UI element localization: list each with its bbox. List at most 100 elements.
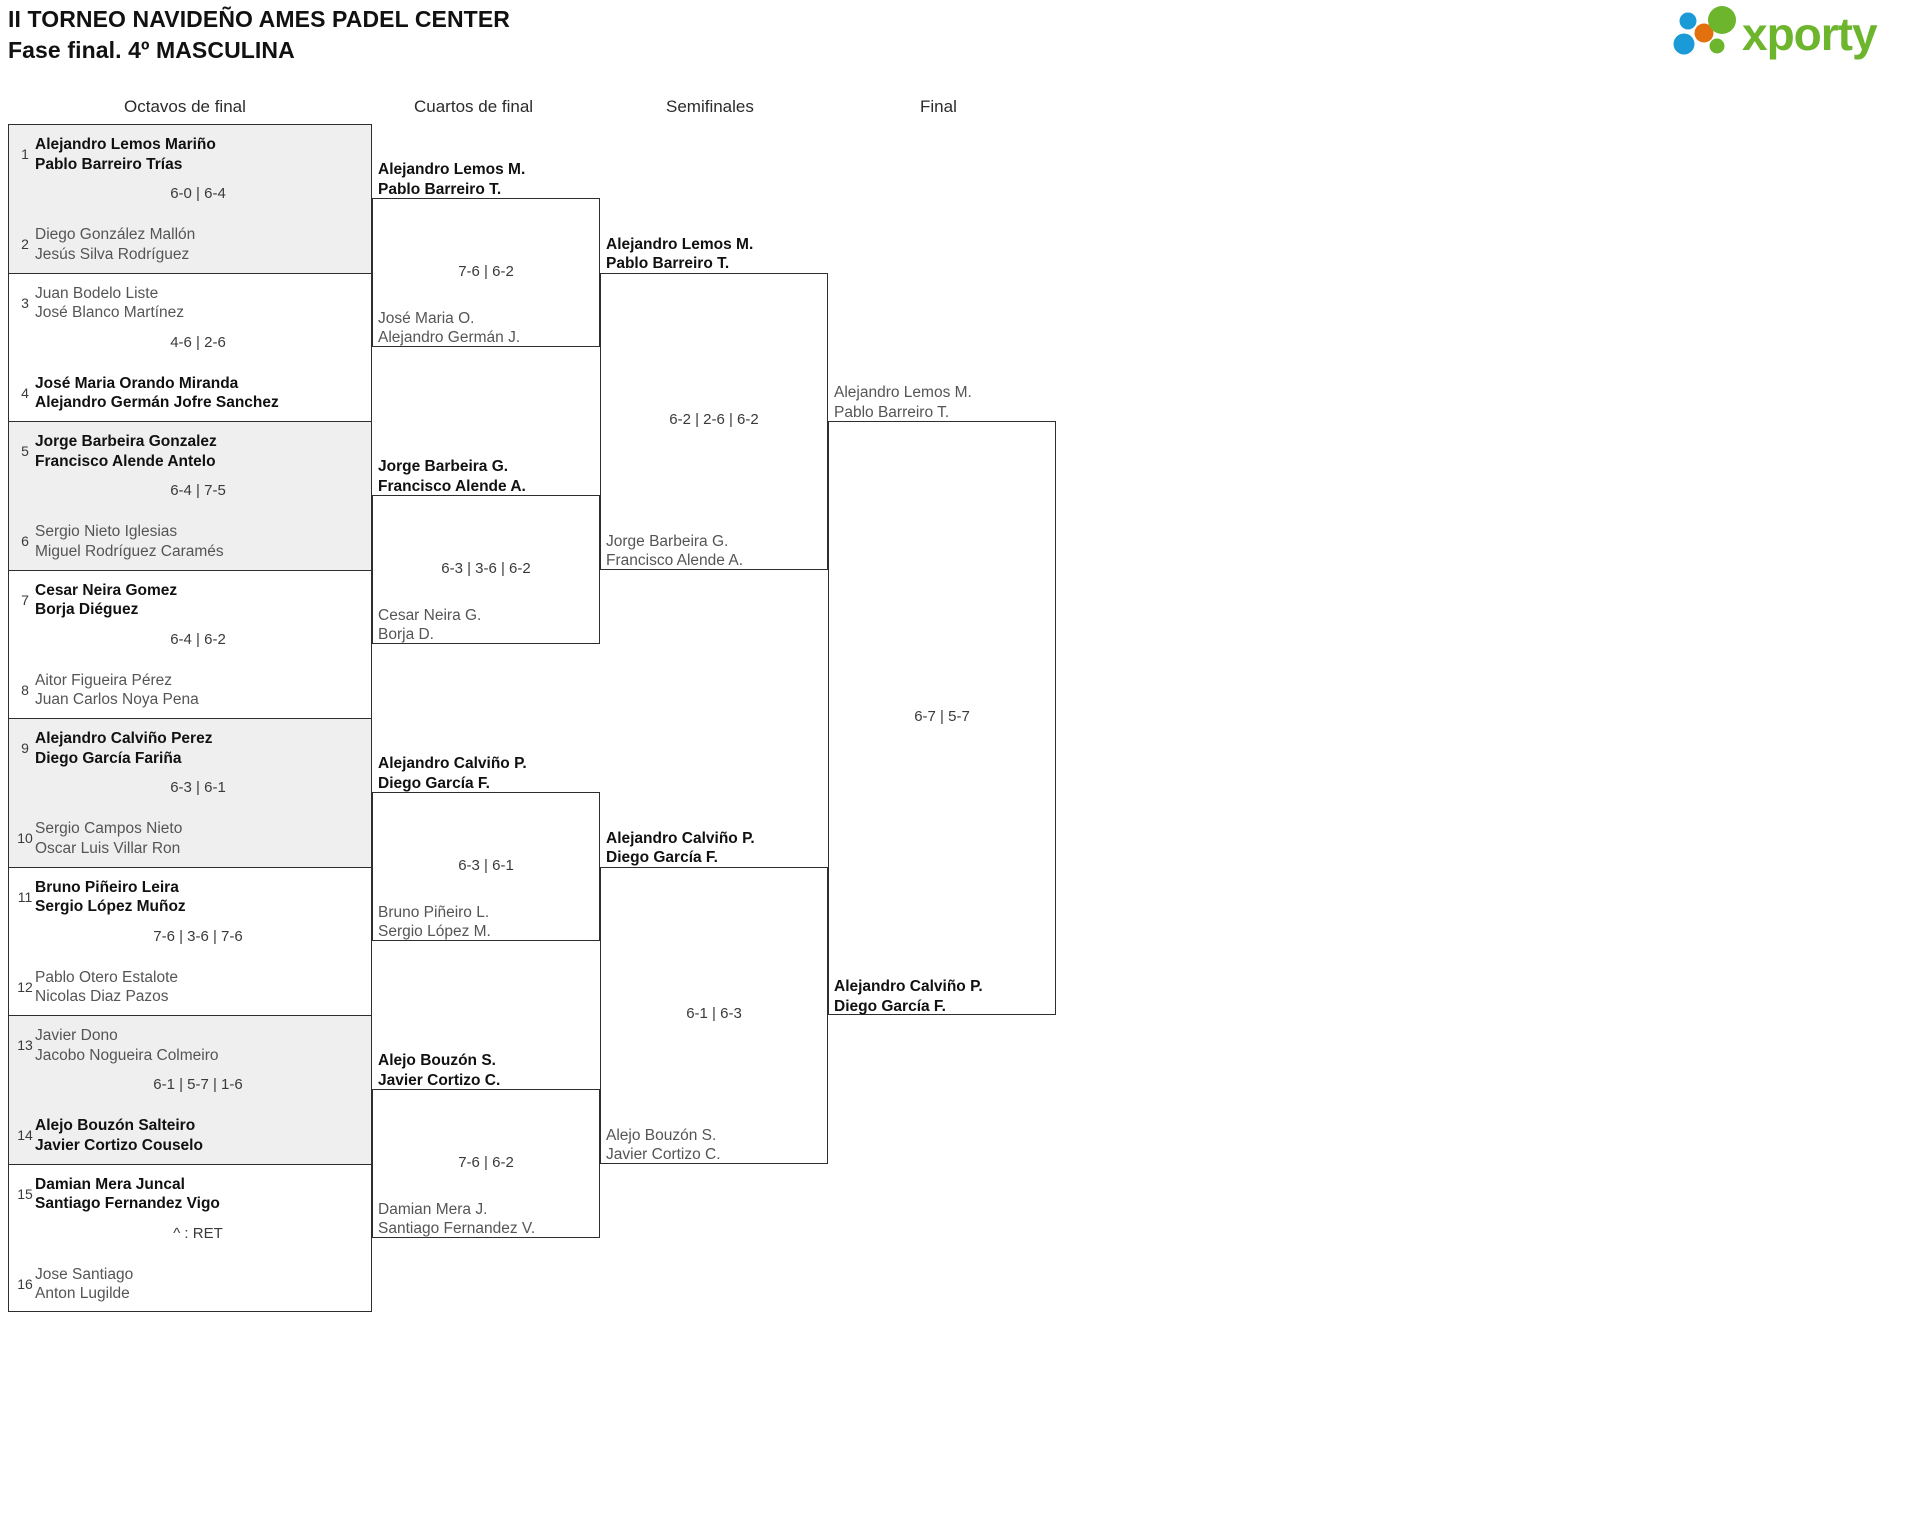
player-name: Oscar Luis Villar Ron: [35, 839, 181, 857]
qf-team-slot[interactable]: Cesar Neira G. Borja D.: [378, 606, 481, 645]
match-score: 6-1 | 5-7 | 1-6: [153, 1076, 243, 1093]
player-name: Borja D.: [378, 626, 434, 644]
sf-team-slot[interactable]: Alejandro Lemos M. Pablo Barreiro T.: [606, 235, 753, 274]
player-name: Jorge Barbeira G.: [378, 458, 509, 476]
player-name: José Blanco Martínez: [35, 304, 185, 322]
player-name: Sergio Campos Nieto: [35, 820, 183, 837]
sf-team-slot[interactable]: Alejandro Calviño P. Diego García F.: [606, 829, 755, 868]
qf-score: 7-6 | 6-2: [458, 1153, 514, 1171]
player-name: Alejandro Germán Jofre Sanchez: [35, 394, 279, 412]
player-name: Alejandro Lemos M.: [606, 235, 754, 253]
player-name: Bruno Piñeiro Leira: [35, 878, 179, 896]
xporty-logo-icon: xporty: [1673, 6, 1879, 60]
player-name: Alejandro Calviño Perez: [35, 730, 213, 747]
seed-number: 1: [21, 146, 29, 162]
match-score: 6-4 | 7-5: [170, 482, 226, 499]
player-name: Sergio Nieto Iglesias: [35, 523, 178, 540]
player-name: Santiago Fernandez Vigo: [35, 1195, 220, 1213]
sf-team-slot[interactable]: Jorge Barbeira G.Francisco Alende A.: [606, 532, 743, 571]
player-name: Sergio López Muñoz: [35, 898, 186, 916]
qf-match-box: [372, 495, 600, 644]
final-team-slot[interactable]: Alejandro Lemos M.Pablo Barreiro T.: [834, 383, 972, 422]
round-header-cuartos: Cuartos de final: [414, 97, 534, 116]
player-name: Aitor Figueira Pérez: [35, 671, 172, 689]
player-name: Alejandro Lemos M.: [378, 161, 526, 179]
player-name: Damian Mera Juncal: [35, 1175, 185, 1193]
seed-number: 11: [17, 888, 33, 905]
qf-team-slot[interactable]: Alejandro Calviño P.Diego García F.: [378, 754, 527, 793]
player-name: Cesar Neira G.: [378, 606, 482, 624]
player-name: Pablo Barreiro T.: [606, 255, 730, 273]
seed-number: 6: [21, 533, 29, 549]
seed-number: 12: [17, 978, 33, 995]
tournament-phase: Fase final. 4º MASCULINA: [8, 36, 295, 63]
player-name: Pablo Barreiro Trías: [35, 155, 183, 173]
player-name: Damian Mera J.: [378, 1200, 488, 1218]
qf-score: 7-6 | 6-2: [458, 262, 514, 280]
seed-number: 2: [21, 236, 29, 252]
qf-team-slot[interactable]: Alejandro Lemos M.Pablo Barreiro T.: [378, 160, 525, 199]
round-header-octavos: Octavos de final: [124, 97, 246, 116]
sf-match-box: [600, 272, 828, 570]
player-name: Sergio López M.: [378, 923, 491, 941]
qf-score: 6-3 | 3-6 | 6-2: [441, 559, 531, 577]
qf-team-slot[interactable]: José Maria O.Alejandro Germán J.: [378, 309, 520, 348]
qf-team-slot[interactable]: Damian Mera J.Santiago Fernandez V.: [378, 1200, 535, 1239]
player-name: Borja Diéguez: [35, 601, 139, 619]
seed-number: 3: [21, 294, 29, 311]
match-score: 6-0 | 6-4: [170, 185, 226, 202]
xporty-logo[interactable]: xporty: [1660, 6, 1900, 60]
player-name: Jesús Silva Rodríguez: [35, 245, 190, 263]
match-score: ^ : RET: [173, 1224, 223, 1242]
sf-team-slot[interactable]: Alejo Bouzón S.Javier Cortizo C.: [606, 1126, 721, 1165]
seed-number: 16: [17, 1275, 33, 1292]
match-score: 6-3 | 6-1: [170, 779, 226, 796]
seed-number: 15: [17, 1185, 33, 1202]
player-name: Diego González Mallón: [35, 226, 196, 243]
player-name: Alejo Bouzón Salteiro: [35, 1117, 196, 1134]
seed-number: 10: [17, 830, 33, 846]
tournament-name: II TORNEO NAVIDEÑO AMES PADEL CENTER: [8, 6, 510, 32]
player-name: Jacobo Nogueira Colmeiro: [35, 1046, 219, 1064]
final-team-slot[interactable]: Alejandro Calviño P.Diego García F.: [834, 977, 983, 1016]
player-name: Jorge Barbeira Gonzalez: [35, 433, 217, 450]
seed-number: 14: [17, 1127, 33, 1143]
qf-team-slot[interactable]: Alejo Bouzón S.Javier Cortizo C.: [378, 1051, 500, 1090]
player-name: Javier Cortizo C.: [606, 1146, 721, 1164]
sf-score: 6-1 | 6-3: [686, 1005, 742, 1022]
player-name: Diego García F.: [606, 849, 718, 867]
player-name: Alejandro Lemos Mariño: [35, 136, 216, 153]
player-name: Alejandro Calviño P.: [606, 829, 755, 847]
player-name: Juan Carlos Noya Pena: [35, 691, 199, 709]
qf-team-slot[interactable]: Bruno Piñeiro L.Sergio López M.: [378, 903, 491, 942]
final-match-box: [828, 421, 1056, 1015]
player-name: Francisco Alende Antelo: [35, 452, 216, 470]
qf-team-slot[interactable]: Jorge Barbeira G.Francisco Alende A.: [378, 457, 526, 496]
